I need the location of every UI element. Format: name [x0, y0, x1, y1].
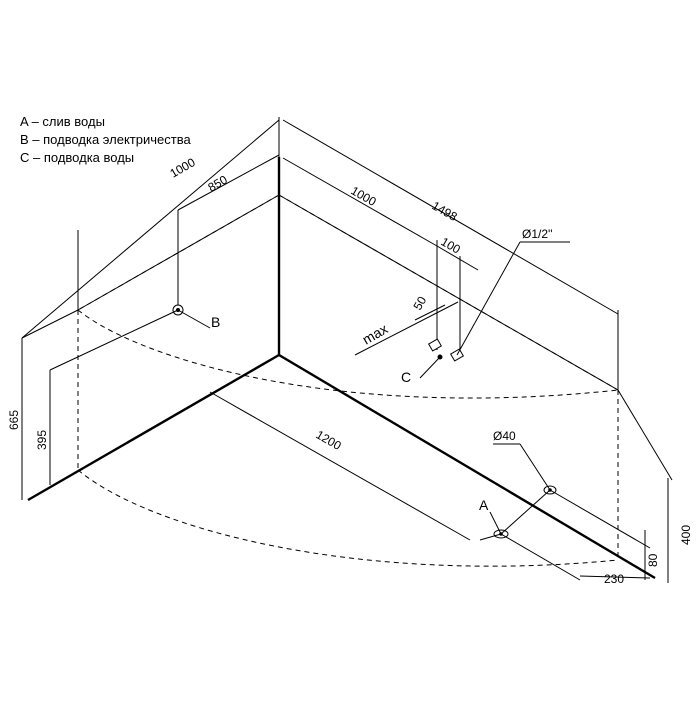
- dim-line: [209, 391, 471, 541]
- pipe-diameter-label: Ø1/2'': [522, 227, 553, 241]
- point-a-label: A: [479, 497, 489, 513]
- dim-line: [21, 119, 280, 339]
- bathtub-outline: [77, 194, 619, 567]
- connector: [500, 489, 551, 535]
- ext-line: [21, 309, 79, 339]
- dim-front-1200: 1200: [209, 391, 471, 541]
- left-floor-edge: [27, 353, 280, 502]
- diameter-label: Ø40: [493, 429, 516, 443]
- dim-right-100: 100: [436, 234, 479, 355]
- dim-label: 1000: [168, 155, 198, 181]
- leader-line: [419, 356, 441, 379]
- dim-pipe-50-max: 50 max: [354, 294, 459, 356]
- ext-line: [549, 489, 651, 549]
- leader-line: [489, 511, 502, 535]
- dim-right-1498: 1498: [282, 119, 619, 390]
- leader-line-half-inch: [456, 241, 521, 356]
- legend-item-c: C – подводка воды: [20, 150, 134, 165]
- ext-line: [49, 309, 179, 371]
- dim-label: 50: [410, 294, 429, 313]
- drain-overflow: Ø40: [493, 429, 557, 535]
- pipe-connector-1: [427, 338, 443, 352]
- floor-arc: [77, 469, 619, 567]
- point-b: B: [172, 304, 220, 330]
- rim-arc: [77, 309, 619, 399]
- dim-right-1000: 1000: [282, 157, 438, 350]
- dim-label: 850: [206, 172, 231, 194]
- dim-label: 665: [7, 410, 21, 430]
- dim-label: 1200: [314, 427, 344, 453]
- point-a: A: [479, 497, 509, 541]
- dim-label: 395: [35, 430, 49, 450]
- dim-line: [282, 157, 438, 247]
- dim-label: 1000: [349, 183, 379, 209]
- dim-label-230: 230: [604, 572, 624, 586]
- dim-left-850: 850: [177, 154, 280, 305]
- right-floor-edge: [278, 353, 656, 580]
- walls: [27, 157, 656, 580]
- legend-item-b: B – подводка электричества: [20, 132, 191, 147]
- max-label: max: [360, 321, 391, 348]
- dim-line: [177, 154, 280, 211]
- dim-label: 100: [439, 234, 464, 256]
- rim-dash-left: [77, 194, 280, 311]
- dim-line: [579, 575, 651, 579]
- ext-line: [500, 533, 581, 581]
- ext-line: [617, 389, 673, 481]
- point-c: C: [401, 354, 443, 385]
- dim-label-80: 80: [646, 553, 660, 567]
- dim-line: [354, 301, 459, 356]
- rim-dash-right: [278, 194, 619, 391]
- point-b-label: B: [211, 314, 220, 330]
- dim-line: [282, 119, 619, 315]
- dim-label-400: 400: [679, 525, 693, 545]
- leader-line: [177, 309, 211, 329]
- legend: A – слив воды B – подводка электричества…: [20, 114, 191, 165]
- water-supply-pipes: Ø1/2'': [427, 227, 570, 362]
- dim-line: [436, 245, 479, 271]
- leader-line: [479, 533, 502, 541]
- dim-height-395: 395: [35, 309, 179, 485]
- point-c-label: C: [401, 369, 411, 385]
- dim-arrow-line: [414, 304, 446, 321]
- dim-right-heights: 400 80 230: [500, 389, 693, 586]
- leader-line: [519, 443, 551, 491]
- dim-height-665: 665: [7, 309, 79, 500]
- legend-item-a: A – слив воды: [20, 114, 105, 129]
